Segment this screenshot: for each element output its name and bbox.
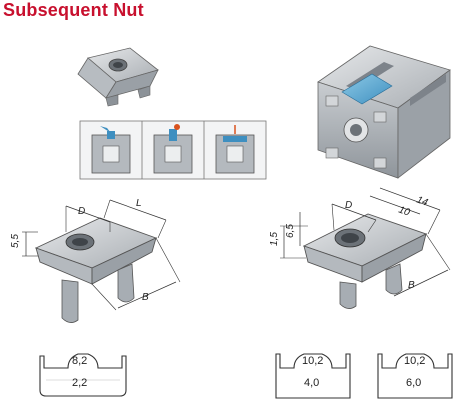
right-nut-drawing: 1,5 6,5 D 10 14 B	[269, 187, 451, 309]
step-3-icon	[215, 125, 255, 174]
profile-section-1: 8,2 2,2	[39, 353, 127, 397]
profile-3-bottom: 6,0	[406, 377, 421, 389]
dim-left-l: L	[136, 198, 142, 209]
dim-right-6-5: 6,5	[285, 224, 296, 238]
profile-section-2: 10,2 4,0	[275, 353, 351, 399]
step-1-icon	[91, 126, 131, 174]
step-2-icon	[153, 124, 193, 174]
profile-1-top: 8,2	[72, 355, 87, 367]
left-nut-drawing: 5,5 D L B	[10, 198, 181, 323]
dim-left-b: B	[142, 292, 149, 303]
dim-left-height: 5,5	[10, 234, 21, 248]
dim-left-d: D	[78, 206, 85, 217]
profile-3-top: 10,2	[404, 355, 425, 367]
profile-2-bottom: 4,0	[304, 377, 319, 389]
dim-right-10: 10	[397, 204, 412, 218]
profile-render	[317, 45, 451, 179]
page-title: Subsequent Nut	[3, 0, 144, 20]
profile-2-top: 10,2	[302, 355, 323, 367]
profile-1-bottom: 2,2	[72, 377, 87, 389]
dim-right-b: B	[408, 280, 415, 291]
dim-right-d: D	[345, 200, 352, 211]
dim-right-14: 14	[415, 194, 430, 208]
insertion-steps	[79, 120, 267, 180]
dim-right-1-5: 1,5	[269, 232, 280, 246]
nut-render	[77, 47, 159, 107]
profile-section-3: 10,2 6,0	[377, 353, 453, 399]
